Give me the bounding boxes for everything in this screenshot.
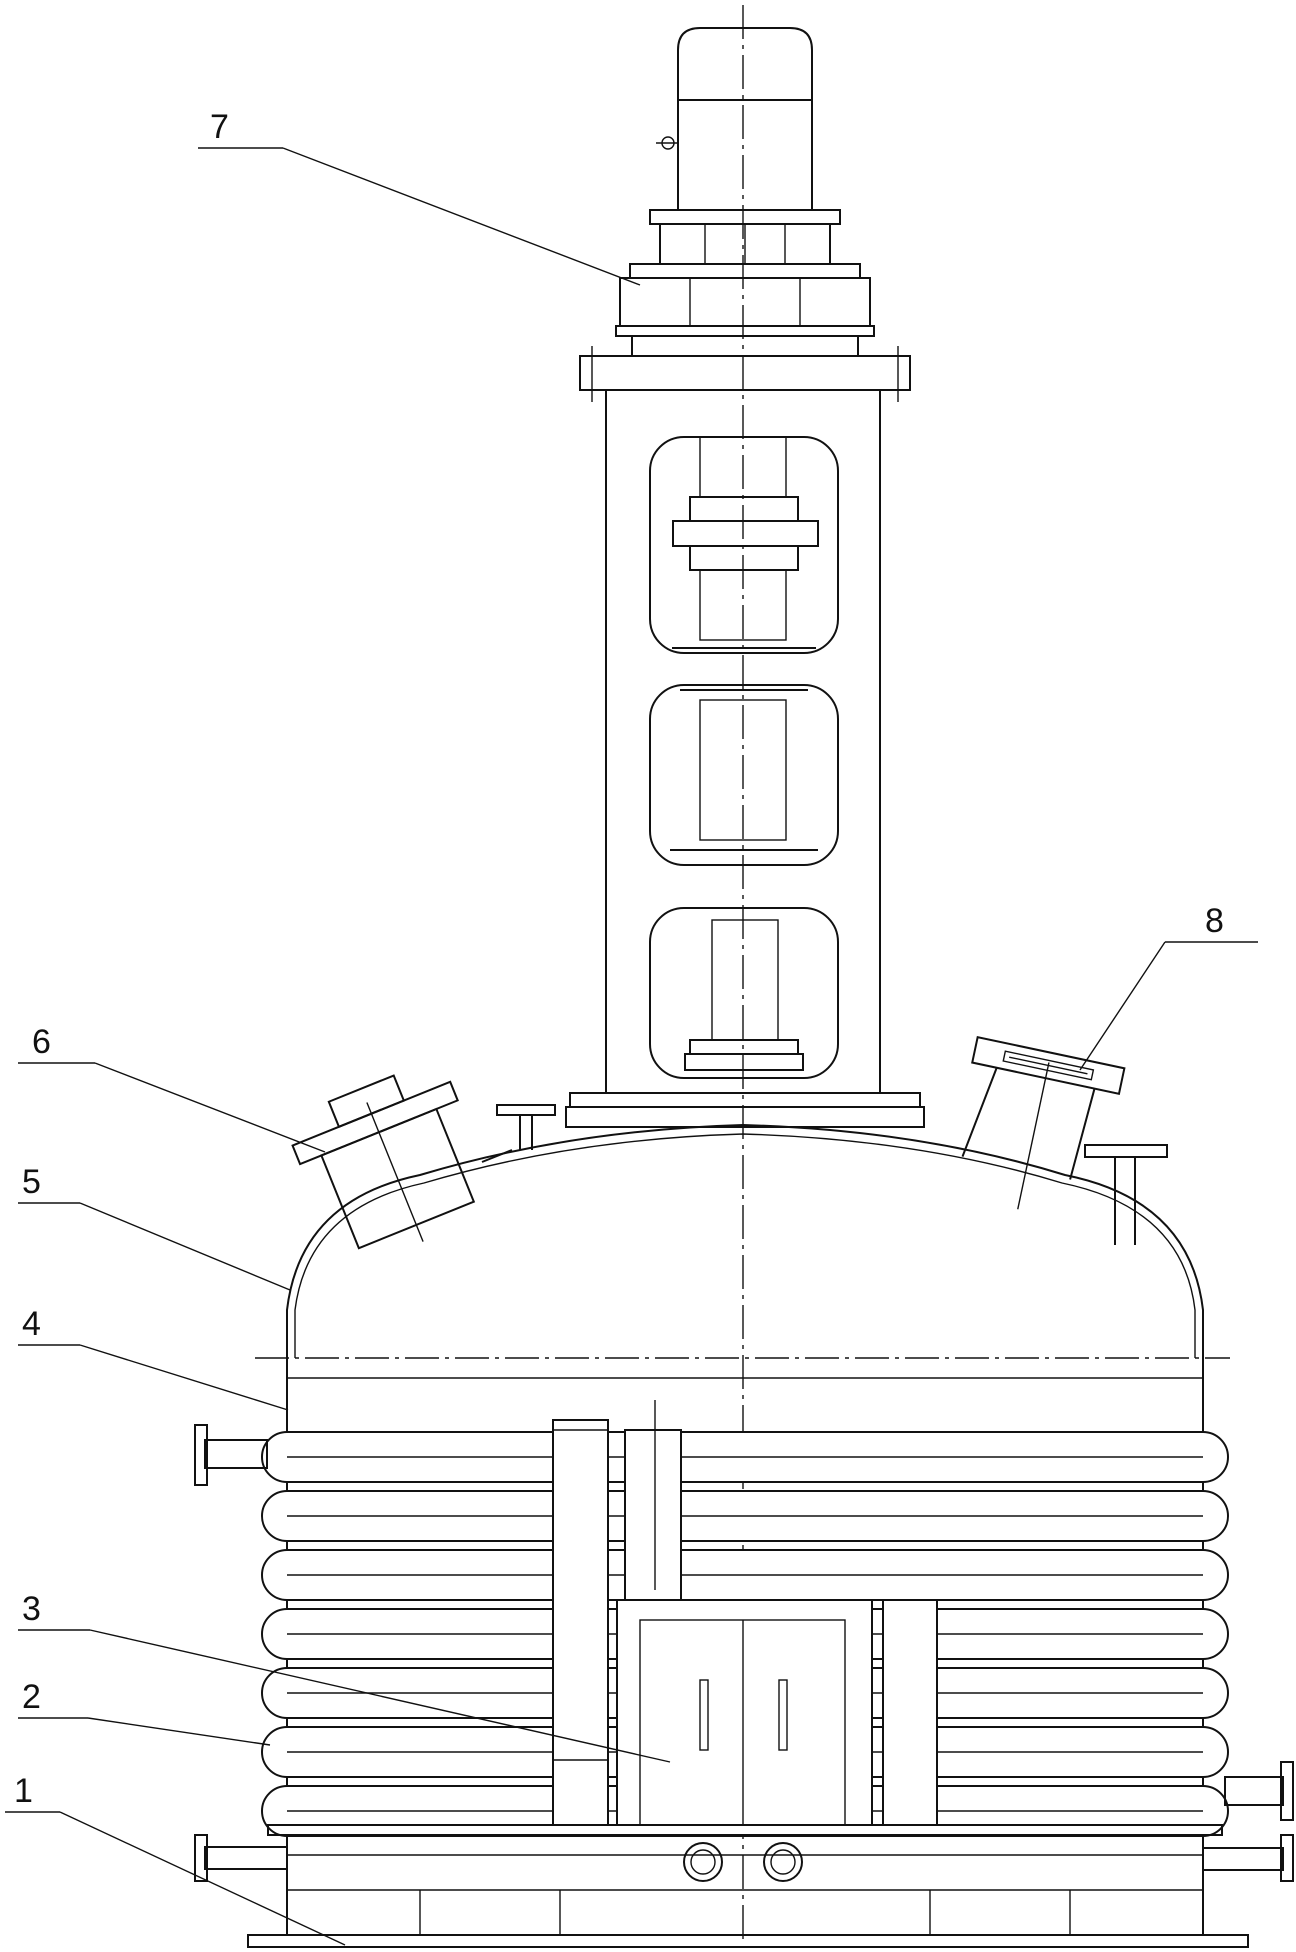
agitator-stand — [565, 346, 925, 1128]
coil-inlet-left — [194, 1424, 268, 1486]
callout-6: 6 — [32, 1023, 51, 1061]
callout-2: 2 — [22, 1678, 41, 1716]
callout-1: 1 — [14, 1772, 33, 1810]
coil-outlet-right — [1224, 1761, 1294, 1821]
callout-8: 8 — [1205, 902, 1224, 940]
inspection-door — [552, 1400, 938, 1826]
drive-motor — [656, 27, 813, 211]
manhole-nozzle — [291, 1074, 476, 1250]
callout-leaders — [5, 147, 1258, 1946]
support-base — [194, 1824, 1294, 1948]
sight-glass-nozzle — [961, 1035, 1126, 1210]
callout-3: 3 — [22, 1590, 41, 1628]
callout-4: 4 — [22, 1305, 41, 1343]
reducer — [615, 209, 875, 357]
callout-5: 5 — [22, 1163, 41, 1201]
small-nozzle-left — [481, 1104, 556, 1163]
callout-7: 7 — [210, 108, 229, 146]
small-nozzle-right — [1084, 1144, 1168, 1245]
vessel-head — [286, 1123, 1204, 1358]
